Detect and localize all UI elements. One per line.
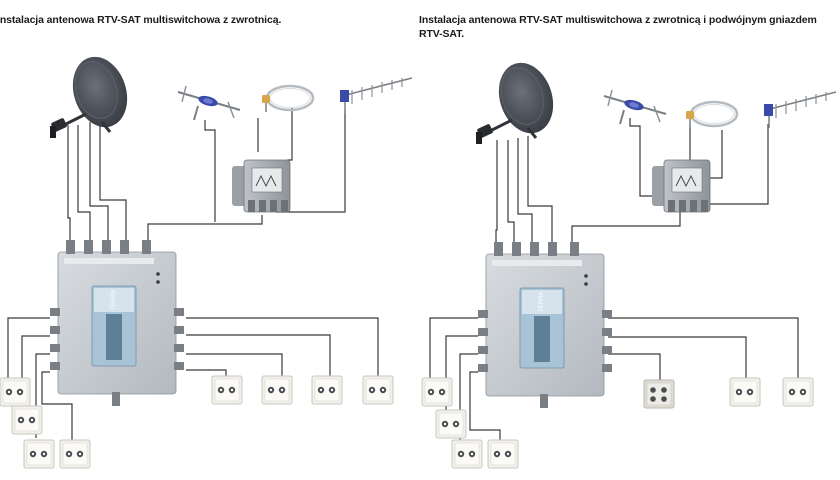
- socket-6: [261, 375, 293, 405]
- left-vhf-antenna: [177, 85, 241, 121]
- left-uhf-antenna: [339, 77, 413, 115]
- diagram-title-left: Instalacja antenowa RTV-SAT multiswitcho…: [0, 14, 282, 26]
- right-installation: [421, 54, 837, 469]
- socket-3: [23, 439, 55, 469]
- diagram-title-right: Instalacja antenowa RTV-SAT multiswitcho…: [419, 14, 817, 40]
- socket-6: [782, 377, 814, 407]
- right-vhf-antenna: [603, 89, 667, 125]
- socket-1: [421, 377, 453, 407]
- double-socket: [643, 379, 675, 409]
- left-fm-ring-antenna: [260, 84, 315, 114]
- left-dish-antenna: [48, 48, 138, 140]
- socket-2: [11, 405, 43, 435]
- left-installation: [0, 48, 413, 469]
- right-sockets: [421, 377, 814, 469]
- right-uhf-antenna: [763, 91, 837, 129]
- left-switch-brand: TERRA: [111, 290, 117, 310]
- right-switch-brand: TERRA: [539, 292, 545, 312]
- socket-7: [311, 375, 343, 405]
- right-multiswitch: [477, 241, 613, 409]
- socket-5: [729, 377, 761, 407]
- socket-3: [451, 439, 483, 469]
- socket-4: [59, 439, 91, 469]
- socket-2: [435, 409, 467, 439]
- right-amplifier: [651, 159, 711, 213]
- socket-8: [362, 375, 394, 405]
- left-amplifier: [231, 159, 291, 213]
- socket-5: [211, 375, 243, 405]
- socket-1: [0, 377, 31, 407]
- socket-4: [487, 439, 519, 469]
- left-cables: [7, 108, 379, 440]
- right-fm-ring-antenna: [684, 100, 739, 130]
- left-multiswitch: [49, 239, 185, 407]
- right-dish-antenna: [474, 54, 564, 146]
